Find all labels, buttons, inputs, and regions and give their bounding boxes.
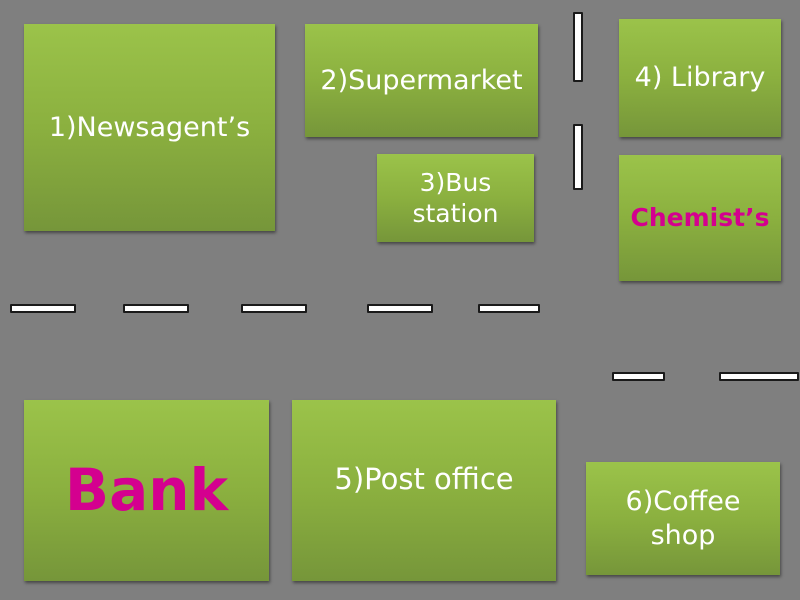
place-chemists[interactable]: Chemist’s	[619, 155, 781, 281]
road-marking	[478, 304, 540, 313]
place-coffee-shop[interactable]: 6)Coffee shop	[586, 462, 780, 575]
place-label: station	[412, 199, 499, 228]
place-label: 4) Library	[634, 62, 766, 94]
road-marking	[241, 304, 307, 313]
place-library[interactable]: 4) Library	[619, 19, 781, 137]
place-label: shop	[650, 519, 716, 551]
place-label: Bank	[64, 456, 229, 525]
place-label: Chemist’s	[630, 203, 770, 233]
place-bank[interactable]: Bank	[24, 400, 269, 581]
place-label: 3)Bus	[419, 167, 492, 197]
place-newsagents[interactable]: 1)Newsagent’s	[24, 24, 275, 231]
place-label: 2)Supermarket	[320, 64, 523, 96]
road-marking	[612, 372, 665, 381]
road-marking	[573, 12, 583, 82]
place-supermarket[interactable]: 2)Supermarket	[305, 24, 538, 137]
place-post-office[interactable]: 5)Post office	[292, 400, 556, 581]
place-bus-station[interactable]: 3)Bus station	[377, 154, 534, 242]
road-marking	[123, 304, 189, 313]
place-label: 6)Coffee	[625, 485, 741, 517]
road-marking	[719, 372, 799, 381]
place-label: 5)Post office	[334, 462, 514, 497]
road-marking	[573, 124, 583, 190]
road-marking	[10, 304, 76, 313]
place-label: 1)Newsagent’s	[48, 111, 251, 143]
road-marking	[367, 304, 433, 313]
